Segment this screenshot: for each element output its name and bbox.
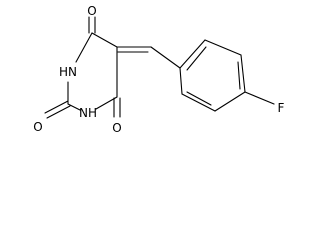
- bond-c4-c5: [91, 32, 118, 48]
- atom-o-top: O: [87, 4, 96, 18]
- bond-aromatic-inner-2: [237, 61, 241, 90]
- chemical-structure: O HN O NH O F: [33, 4, 284, 135]
- atom-nh-upper: HN: [59, 65, 77, 79]
- atom-o-left: O: [33, 120, 42, 134]
- bond-aromatic-inner-1: [186, 46, 207, 71]
- bond-aromatic-inner-3: [186, 91, 212, 106]
- bond-ar5-ar6: [181, 93, 216, 112]
- bond-c2-o-left-b: [46, 105, 71, 119]
- bond-n1-c2: [67, 103, 81, 111]
- bond-ar3-ar4: [240, 54, 246, 93]
- bond-ar6-ar1: [179, 67, 183, 95]
- bond-ar2-ar3: [204, 39, 242, 56]
- bond-c-f: [244, 91, 275, 105]
- bond-ar1-ar2: [179, 39, 206, 69]
- atom-labels: O HN O NH O F: [33, 4, 284, 135]
- bond-ar4-ar5: [214, 91, 246, 112]
- atom-nh-lower: NH: [79, 106, 97, 120]
- bond-lines: [44, 16, 275, 119]
- bond-n3-c4: [75, 32, 93, 63]
- bond-c2-o-left-a: [44, 100, 69, 114]
- atom-fluorine: F: [278, 101, 285, 115]
- bond-ch-aryl: [150, 46, 181, 69]
- atom-o-bottom: O: [112, 121, 121, 135]
